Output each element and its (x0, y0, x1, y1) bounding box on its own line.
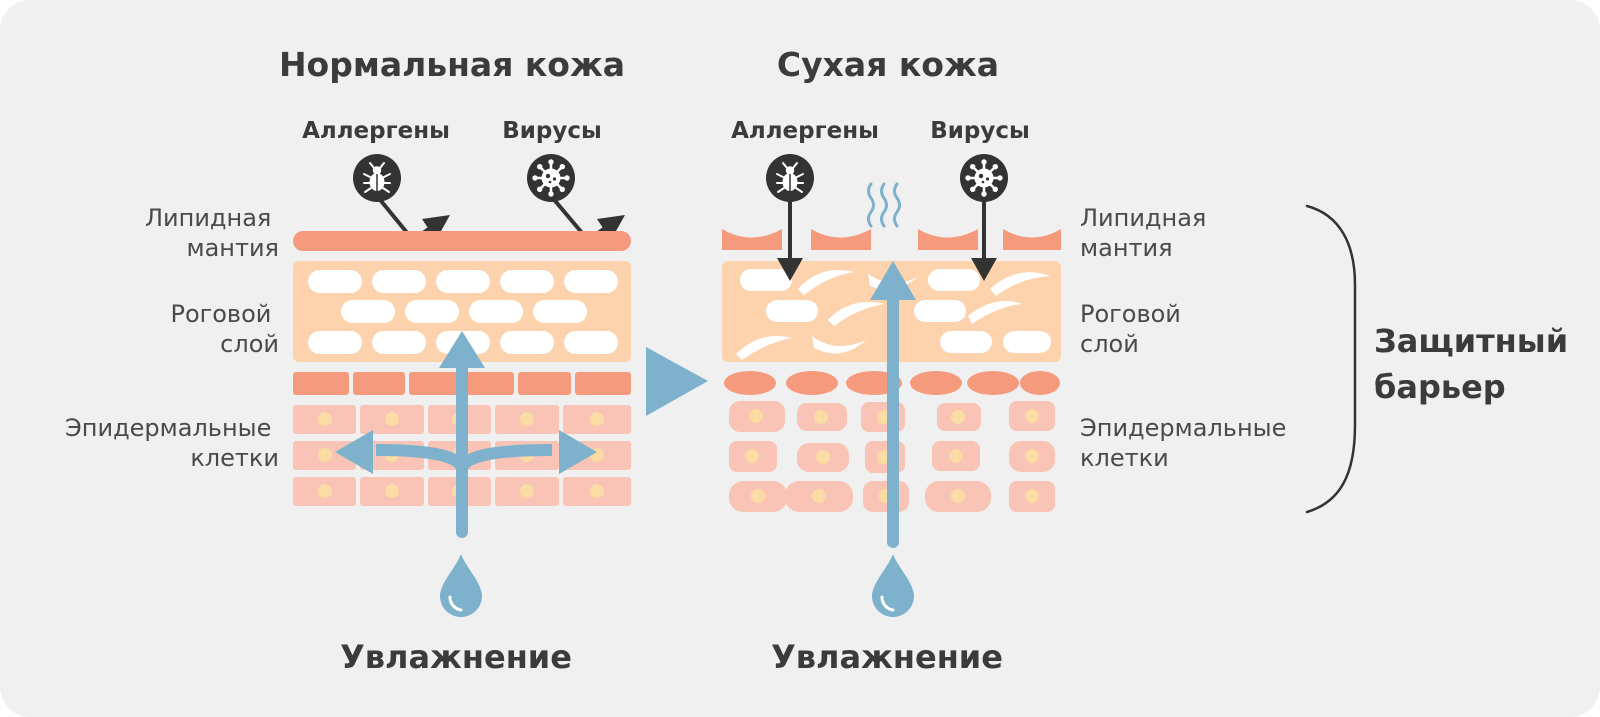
normal-bug-icon (353, 154, 401, 202)
normal-horny-layer (293, 261, 631, 362)
right-triangle-icon (646, 347, 708, 416)
normal-skin-title: Нормальная кожа (279, 45, 625, 84)
svg-text:Роговой слой: Роговой слой (170, 300, 279, 358)
dry-virus-penetrate-arrow (971, 196, 997, 281)
dry-allergens-label: Аллергены (731, 118, 879, 144)
svg-text:Эпидермальные клетки: Эпидермальные клетки (1080, 414, 1294, 472)
svg-text:Липидная мантия: Липидная мантия (1080, 204, 1214, 262)
normal-moisture-arrows (335, 331, 597, 538)
dry-epidermal-label-1: Эпидермальные (1080, 414, 1286, 442)
normal-lipid-mantle (293, 231, 631, 251)
barrier-label-2: барьер (1374, 368, 1506, 406)
dry-virus-icon (960, 154, 1008, 202)
normal-epidermal-cells (293, 405, 631, 506)
dry-lipid-mantle (722, 229, 1061, 250)
dry-skin-panel: Сухая кожа Аллергены Вирусы (722, 45, 1294, 676)
dry-moisture-arrow (870, 261, 916, 548)
dry-bug-icon (766, 154, 814, 202)
normal-viruses-label: Вирусы (502, 118, 602, 144)
dry-lipid-label-1: Липидная (1080, 204, 1206, 232)
dry-horny-label-1: Роговой (1080, 300, 1181, 328)
dry-horny-label-2: слой (1080, 330, 1139, 358)
svg-text:Роговой слой: Роговой слой (1080, 300, 1189, 358)
normal-moisture-label: Увлажнение (340, 638, 572, 676)
normal-lipid-label-2: мантия (186, 234, 279, 262)
normal-horny-label-1: Роговой (170, 300, 271, 328)
svg-text:Липидная мантия: Липидная мантия (145, 204, 279, 262)
dry-epidermal-label-2: клетки (1080, 444, 1169, 472)
dry-allergen-penetrate-arrow (777, 196, 803, 281)
normal-virus-icon (527, 154, 575, 202)
normal-lipid-label-1: Липидная (145, 204, 271, 232)
svg-text:Защитный барьер: Защитный барьер (1374, 322, 1579, 406)
barrier-label-1: Защитный (1374, 322, 1568, 360)
normal-skin-panel: Нормальная кожа Аллергены Вирусы (65, 45, 631, 676)
normal-epidermal-label-2: клетки (190, 444, 279, 472)
dry-moisture-label: Увлажнение (771, 638, 1003, 676)
normal-epidermal-label-1: Эпидермальные (65, 414, 271, 442)
dry-lipid-label-2: мантия (1080, 234, 1173, 262)
normal-horny-label-2: слой (220, 330, 279, 358)
svg-text:Эпидермальные клетки: Эпидермальные клетки (65, 414, 279, 472)
evaporation-icon (867, 182, 901, 228)
dry-viruses-label: Вирусы (930, 118, 1030, 144)
barrier-brace (1305, 204, 1357, 514)
normal-allergens-label: Аллергены (302, 118, 450, 144)
dry-skin-title: Сухая кожа (777, 45, 999, 84)
